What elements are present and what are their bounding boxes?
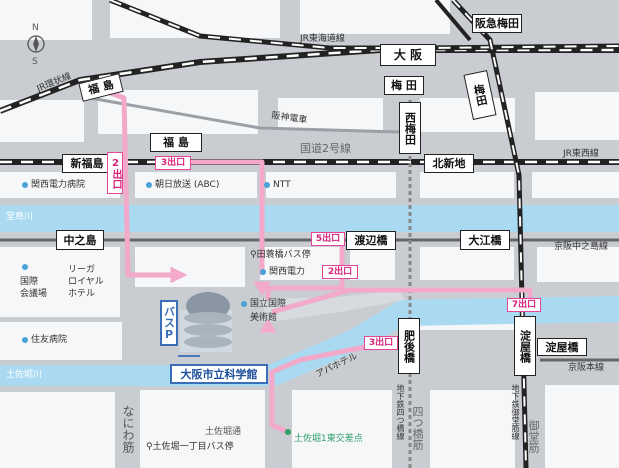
subway-yotsubashi-line-label: 地下鉄四つ橋線 (396, 384, 405, 440)
landmark-rihga-line3: ホテル (68, 289, 96, 299)
landmark-dot-icon (22, 181, 28, 188)
yotsubashi-street-label: 四つ橋筋 (411, 406, 424, 450)
landmark-dot-icon (264, 181, 270, 188)
crossing-marker-icon (285, 429, 291, 435)
walking-routes (107, 89, 533, 435)
exit-watanabebashi-2: 2出口 (322, 265, 358, 279)
landmark-tosabori1-bus-stop: ⚲土佐堀一丁目バス停 (146, 442, 234, 452)
station-umeda: 梅 田 (384, 76, 424, 95)
station-kitashinchi: 北新地 (424, 154, 474, 173)
station-nishiumeda: 西梅田 (399, 102, 421, 154)
station-shinfukushima: 新福島 (62, 154, 112, 173)
landmark-abc: 朝日放送 (ABC) (146, 181, 219, 190)
station-osaka: 大 阪 (380, 44, 436, 66)
landmark-dot-icon (260, 268, 266, 275)
exit-fukushima-3: 3出口 (155, 156, 191, 170)
station-higobashi: 肥後橋 (398, 318, 420, 374)
bus-stop-icon: ⚲ (250, 250, 257, 260)
landmark-kepco-hospital: 関西電力病院 (22, 181, 85, 190)
station-hankyu-umeda: 阪急梅田 (472, 14, 522, 33)
keihan-nakanoshima-line-label: 京阪中之島線 (554, 242, 609, 252)
landmark-dot-icon (22, 336, 28, 343)
compass-icon (27, 35, 45, 53)
station-yodoyabashi-vertical: 淀屋橋 (514, 316, 536, 376)
bus-stop-icon: ⚲ (146, 442, 153, 452)
landmark-dot-icon (22, 263, 28, 270)
landmark-dot-icon (146, 181, 152, 188)
station-yodoyabashi: 淀屋橋 (537, 338, 587, 356)
bus-parking-label: バスP (160, 300, 178, 346)
landmark-intl-conf-line1: 国際 (20, 277, 39, 287)
jr-tozai-line-label: JR東西線 (563, 149, 599, 159)
landmark-nmao-line1: 国立国際 (241, 300, 286, 309)
landmark-nmao-line2: 美術館 (250, 313, 278, 323)
exit-watanabebashi-5: 5出口 (311, 232, 345, 246)
exit-yodoyabashi-7: 7出口 (507, 298, 541, 312)
station-watanabebashi: 渡辺橋 (346, 231, 396, 250)
route-arrows (170, 266, 277, 333)
landmark-intl-conf-dot (22, 263, 31, 272)
landmark-tosabori1-crossing: 土佐堀1東交差点 (294, 434, 363, 444)
landmark-kepco: 関西電力 (260, 268, 305, 277)
keihan-main-line-label: 京阪本線 (568, 363, 605, 373)
landmark-tamino-bus-stop: ⚲田蓑橋バス停 (250, 250, 311, 260)
exit-shinfukushima-2: 2出口 (107, 152, 123, 194)
science-museum-building-icon (180, 292, 232, 352)
compass-north-label: N (32, 23, 39, 33)
route2-label: 国道2号線 (300, 142, 351, 155)
landmark-ntt: NTT (264, 181, 291, 190)
compass-south-label: S (32, 57, 38, 67)
landmark-sumitomo-hospital: 住友病院 (22, 336, 67, 345)
tosabori-dori-label: 土佐堀通 (205, 427, 242, 437)
landmark-intl-conf-line2: 会議場 (20, 289, 48, 299)
midosuji-street-label: 御堂筋 (527, 420, 540, 453)
naniwa-suji-label: なにわ筋 (121, 405, 135, 453)
station-fukushima: 福 島 (150, 133, 202, 152)
science-museum-label: 大阪市立科学館 (170, 364, 268, 384)
jr-tokaido-line-label: JR東海道線 (300, 34, 345, 44)
landmark-dot-icon (241, 300, 247, 307)
tosabori-river-label: 土佐堀川 (6, 370, 43, 380)
landmark-rihga-line2: ロイヤル (68, 277, 104, 287)
subway-midosuji-line-label: 地下鉄御堂筋線 (511, 384, 520, 440)
landmark-rihga-line1: リーガ (68, 265, 96, 275)
station-oebashi: 大江橋 (460, 230, 510, 250)
dojima-river-label: 堂島川 (6, 212, 34, 222)
station-nakanoshima: 中之島 (56, 230, 104, 250)
exit-higobashi-3: 3出口 (364, 336, 398, 350)
